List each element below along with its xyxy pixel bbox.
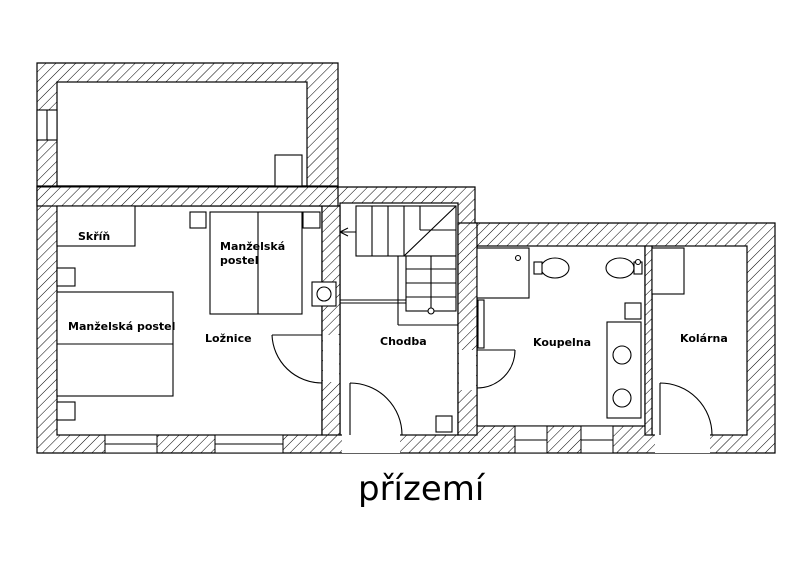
doors — [271, 334, 713, 436]
stair-top-run — [355, 205, 457, 257]
label-kolarna: Kolárna — [680, 332, 728, 345]
nightstand-2 — [302, 211, 321, 229]
bed-top — [209, 211, 303, 315]
fixtures — [36, 109, 303, 187]
stove — [311, 281, 337, 307]
wardrobe — [56, 205, 136, 247]
wall-loznice-chodba — [321, 205, 341, 436]
room-storage-top — [56, 81, 308, 187]
label-chodba: Chodba — [380, 335, 427, 348]
label-bed-top-2: postel — [220, 254, 258, 267]
washer — [476, 247, 530, 299]
label-loznice: Ložnice — [205, 332, 252, 345]
nightstand-3 — [56, 267, 76, 287]
kolarna-cabinet — [651, 247, 685, 295]
label-skrin: Skříň — [78, 230, 110, 243]
bathroom-fixtures — [476, 247, 643, 419]
windows — [104, 425, 614, 454]
door-koupelna — [476, 349, 516, 389]
chimney — [274, 154, 303, 187]
wall-top-divider — [36, 185, 339, 207]
label-koupelna: Koupelna — [533, 336, 591, 349]
staircase — [339, 205, 458, 326]
internal-walls — [36, 185, 653, 436]
nightstand-4 — [56, 401, 76, 421]
door-loznice — [271, 334, 323, 384]
label-bed-left: Manželská postel — [68, 320, 175, 333]
bedroom-furniture — [56, 205, 337, 421]
wall-koupelna-kolarna — [644, 245, 653, 436]
door-kolarna — [659, 382, 713, 436]
labels: Skříň Manželská postel Manželská postel … — [68, 230, 728, 509]
door-chodba-entry — [349, 382, 403, 436]
plan-title: přízemí — [358, 469, 486, 509]
nightstand-1 — [189, 211, 207, 229]
toilet-2 — [605, 257, 635, 279]
openings — [323, 335, 710, 453]
toilet-1 — [540, 257, 570, 279]
wall-chodba-koupelna — [457, 222, 478, 436]
kolarna-fixtures — [651, 247, 685, 295]
label-bed-top-1: Manželská — [220, 240, 285, 253]
